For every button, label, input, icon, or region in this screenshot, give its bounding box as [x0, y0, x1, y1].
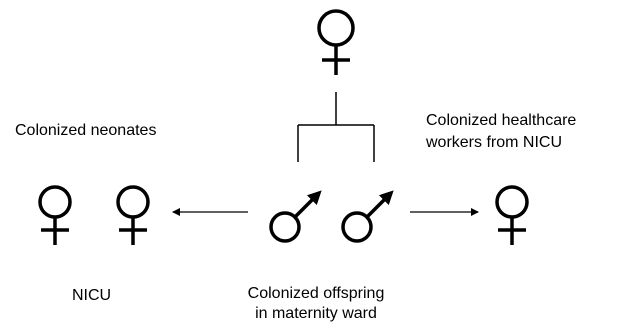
female-symbol-icon	[38, 185, 72, 245]
male-symbol-icon	[269, 190, 322, 243]
male-symbol-icon	[341, 190, 394, 243]
label-offspring-line-2: in maternity ward	[255, 305, 377, 322]
label-colonized-neonates: Colonized neonates	[15, 122, 157, 139]
female-symbol-icon	[317, 9, 355, 75]
label-healthcare-line-1: Colonized healthcare	[426, 112, 577, 129]
female-symbol-icon	[116, 185, 150, 245]
label-nicu: NICU	[72, 287, 112, 304]
label-offspring-line-1: Colonized offspring	[247, 285, 385, 302]
label-healthcare-line-2: workers from NICU	[426, 134, 563, 151]
female-symbol-icon	[495, 185, 529, 245]
branch-connector	[297, 92, 375, 162]
